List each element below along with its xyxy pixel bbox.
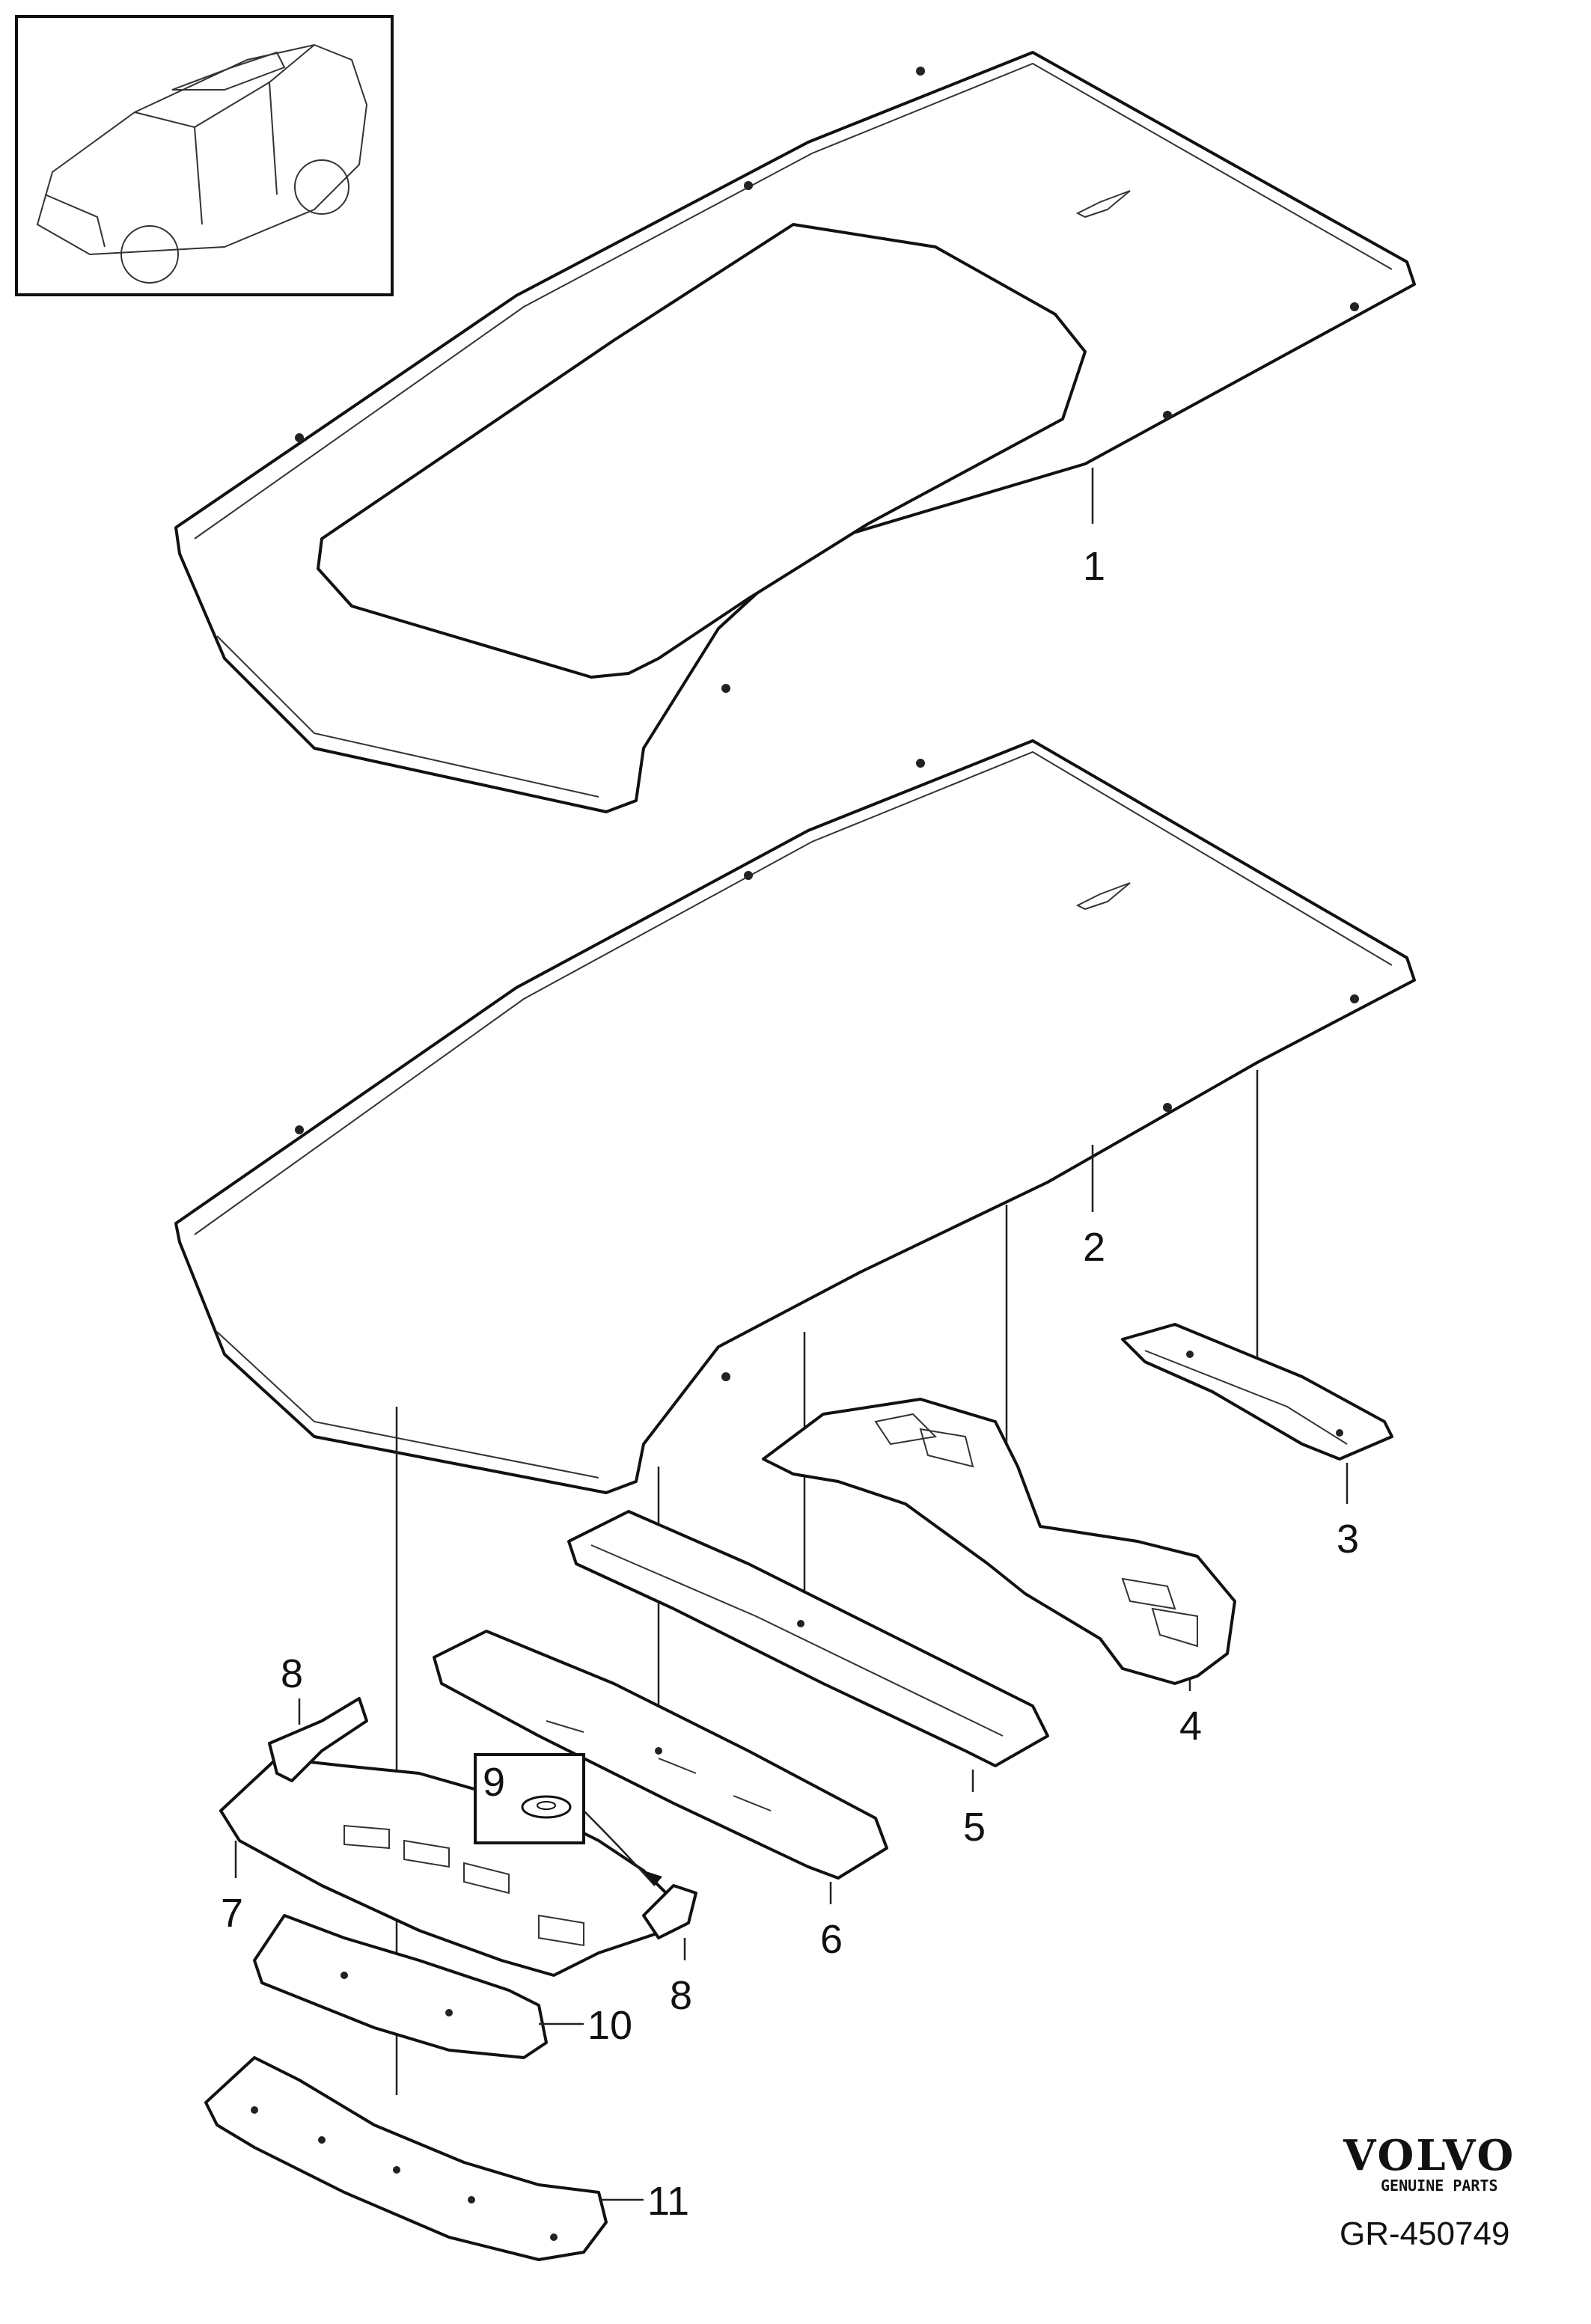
roof-panel-sunroof: 1 (174, 51, 1416, 813)
callout-9: 9 (483, 1760, 505, 1805)
roof-panel: 2 (174, 739, 1416, 1494)
callout-7: 7 (221, 1891, 243, 1936)
callout-8-upper: 8 (281, 1651, 303, 1696)
diagram-reference: GR-450749 (1340, 2216, 1509, 2252)
callout-10: 10 (587, 2003, 632, 2048)
callout-6: 6 (820, 1917, 843, 1962)
part-3-bracket: 3 (1121, 1323, 1393, 1562)
part-5-roof-bow: 5 (567, 1510, 1049, 1850)
callout-3: 3 (1337, 1517, 1359, 1562)
part-6-roof-bow: 6 (433, 1630, 888, 1962)
part-10-reinforcement: 10 (253, 1914, 632, 2059)
volvo-logo: VOLVO GENUINE PARTS (1343, 2131, 1515, 2195)
callout-1: 1 (1083, 544, 1105, 589)
part-8-bracket-lower: 8 (642, 1884, 697, 2018)
callout-8-lower: 8 (670, 1973, 692, 2018)
callout-5: 5 (963, 1805, 986, 1850)
callout-2: 2 (1083, 1225, 1105, 1270)
callout-4: 4 (1179, 1704, 1202, 1749)
brand-subtitle: GENUINE PARTS (1381, 2177, 1498, 2195)
part-8-bracket-upper: 8 (268, 1651, 368, 1782)
part-11-header-panel: 11 (204, 2056, 689, 2261)
callout-11: 11 (647, 2179, 689, 2224)
part-9-grommet: 9 (474, 1753, 662, 1886)
brand-wordmark: VOLVO (1343, 2131, 1515, 2180)
part-4-cross-member: 4 (762, 1398, 1236, 1749)
vehicle-thumbnail (15, 15, 394, 296)
